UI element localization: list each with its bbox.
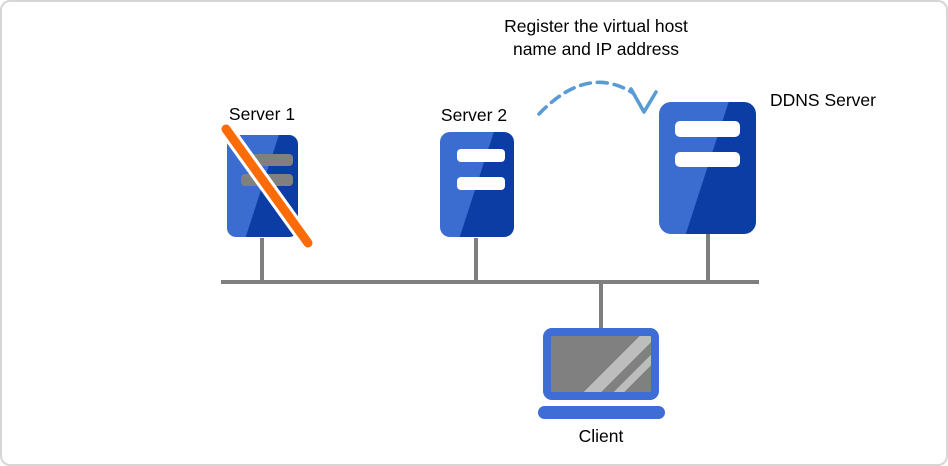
ddns-slot-bar — [675, 152, 740, 167]
laptop-screen — [551, 336, 651, 392]
network-bus-line — [221, 280, 759, 284]
server2-server-icon — [440, 132, 514, 237]
server1-label: Server 1 — [228, 104, 296, 124]
ddns-connector-line — [706, 234, 710, 280]
laptop-base — [538, 406, 665, 419]
server1-connector-line — [260, 238, 264, 280]
client-laptop-icon — [543, 328, 659, 400]
server1-down-slash-icon — [218, 121, 316, 251]
register-annotation: Register the virtual host name and IP ad… — [436, 15, 756, 61]
server2-connector-line — [474, 238, 478, 280]
client-connector-line — [599, 284, 603, 328]
ddns-server-icon — [659, 102, 756, 234]
ddns-slot-bar — [675, 121, 740, 137]
register-annotation-line1: Register the virtual host — [504, 16, 688, 36]
ddns-server-label: DDNS Server — [770, 90, 876, 110]
register-annotation-line2: name and IP address — [512, 39, 680, 59]
client-label: Client — [578, 426, 624, 446]
server2-slot-bar — [457, 149, 505, 162]
server2-slot-bar — [457, 177, 505, 190]
server2-label: Server 2 — [440, 105, 508, 125]
